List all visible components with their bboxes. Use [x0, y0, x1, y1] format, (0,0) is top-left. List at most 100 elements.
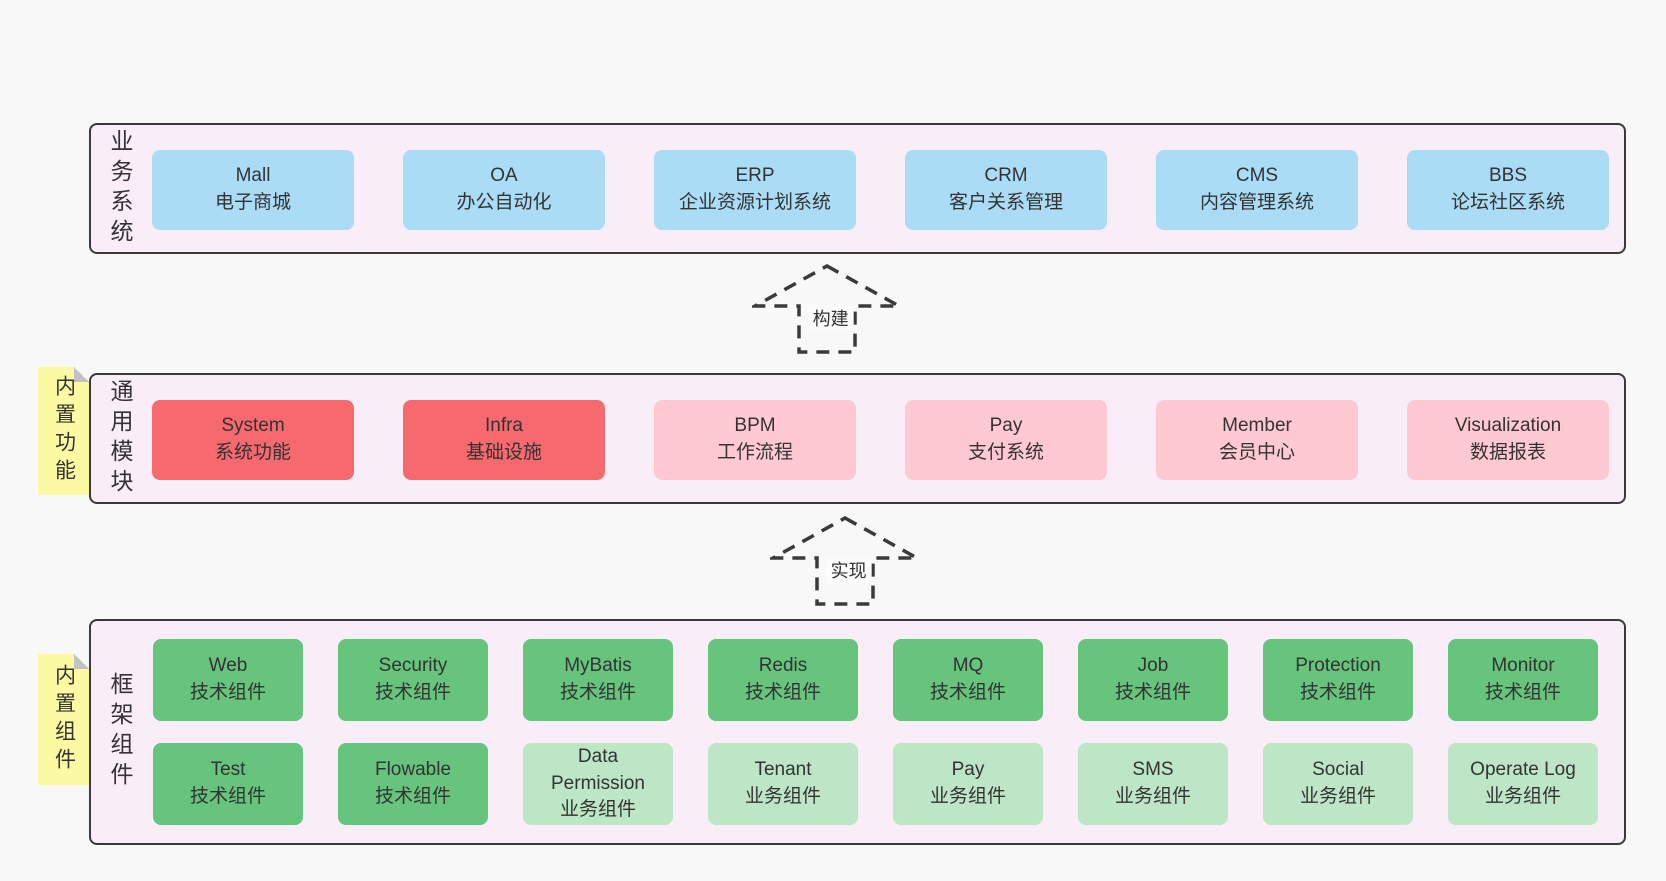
box-subtitle: 会员中心 [1218, 442, 1295, 463]
box-sms: SMS 业务组件 [1078, 743, 1228, 825]
panel-label-business-systems: 业务系统 [107, 128, 133, 249]
box-subtitle: 业务组件 [559, 799, 636, 821]
box-web: Web 技术组件 [153, 639, 303, 721]
panel-framework-components: 框架组件 Web 技术组件 Security 技术组件 MyBatis 技术组件… [89, 619, 1626, 845]
box-subtitle: 技术组件 [374, 682, 451, 703]
box-title: Flowable [374, 759, 452, 781]
box-subtitle: 技术组件 [559, 682, 636, 703]
box-pay: Pay 支付系统 [905, 400, 1107, 480]
box-visualization: Visualization 数据报表 [1407, 400, 1609, 480]
box-mall: Mall 电子商城 [152, 150, 354, 230]
box-social: Social 业务组件 [1263, 743, 1413, 825]
box-system: System 系统功能 [152, 400, 354, 480]
box-title: System [221, 415, 285, 437]
box-title: Visualization [1454, 415, 1562, 437]
box-subtitle: 内容管理系统 [1199, 192, 1314, 213]
arrow-build-up: 构建 [752, 263, 902, 355]
box-subtitle: 业务组件 [1484, 786, 1561, 807]
box-subtitle: 支付系统 [967, 442, 1044, 463]
box-subtitle: 技术组件 [374, 786, 451, 807]
box-protection: Protection 技术组件 [1263, 639, 1413, 721]
box-crm: CRM 客户关系管理 [905, 150, 1107, 230]
box-subtitle: 办公自动化 [456, 192, 552, 213]
box-mq: MQ 技术组件 [893, 639, 1043, 721]
box-member: Member 会员中心 [1156, 400, 1358, 480]
box-subtitle: 技术组件 [744, 682, 821, 703]
box-title: MyBatis [564, 655, 632, 677]
box-pay-biz: Pay 业务组件 [893, 743, 1043, 825]
box-title: Tenant [754, 759, 812, 781]
box-title: Mall [235, 165, 271, 187]
components-box-row-2: Test 技术组件 Flowable 技术组件 Data Permission … [153, 743, 1598, 825]
box-title: BPM [734, 415, 776, 437]
box-title: SMS [1132, 759, 1174, 781]
box-subtitle: 电子商城 [214, 192, 291, 213]
box-security: Security 技术组件 [338, 639, 488, 721]
arrow-build-label: 构建 [807, 305, 854, 331]
box-test: Test 技术组件 [153, 743, 303, 825]
box-subtitle: 技术组件 [1484, 682, 1561, 703]
box-subtitle: 技术组件 [189, 786, 266, 807]
box-subtitle: 技术组件 [1299, 682, 1376, 703]
dashed-up-arrow-icon [770, 515, 920, 606]
arrow-implement-label: 实现 [825, 557, 872, 583]
box-bbs: BBS 论坛社区系统 [1407, 150, 1609, 230]
box-title: Pay [951, 759, 985, 781]
panel-label-common-modules: 通用模块 [107, 378, 133, 499]
box-title: Monitor [1491, 655, 1555, 677]
box-erp: ERP 企业资源计划系统 [654, 150, 856, 230]
box-subtitle: 基础设施 [465, 442, 542, 463]
box-title: Member [1222, 415, 1292, 437]
box-title: CRM [984, 165, 1028, 187]
box-operate-log: Operate Log 业务组件 [1448, 743, 1598, 825]
box-subtitle: 技术组件 [1114, 682, 1191, 703]
sticky-note-built-in-functions: 内置功能 [38, 367, 89, 495]
panel-label-framework-components: 框架组件 [107, 672, 133, 792]
box-subtitle: 工作流程 [716, 442, 793, 463]
box-title: CMS [1235, 165, 1279, 187]
box-title: Operate Log [1470, 759, 1576, 781]
box-cms: CMS 内容管理系统 [1156, 150, 1358, 230]
box-oa: OA 办公自动化 [403, 150, 605, 230]
box-subtitle: 技术组件 [929, 682, 1006, 703]
box-tenant: Tenant 业务组件 [708, 743, 858, 825]
box-title: OA [490, 165, 518, 187]
box-title: Pay [989, 415, 1023, 437]
box-data-permission: Data Permission 业务组件 [523, 743, 673, 825]
box-title: Job [1137, 655, 1169, 677]
box-mybatis: MyBatis 技术组件 [523, 639, 673, 721]
box-title: Web [208, 655, 248, 677]
arrow-implement-up: 实现 [770, 515, 920, 607]
box-subtitle: 技术组件 [189, 682, 266, 703]
box-redis: Redis 技术组件 [708, 639, 858, 721]
box-title: Redis [758, 655, 808, 677]
box-title: Protection [1295, 655, 1381, 677]
panel-business-systems: 业务系统 Mall 电子商城 OA 办公自动化 ERP 企业资源计划系统 CRM… [89, 123, 1626, 254]
box-job: Job 技术组件 [1078, 639, 1228, 721]
business-box-row: Mall 电子商城 OA 办公自动化 ERP 企业资源计划系统 CRM 客户关系… [152, 150, 1609, 230]
box-subtitle: 业务组件 [744, 786, 821, 807]
box-infra: Infra 基础设施 [403, 400, 605, 480]
dashed-up-arrow-icon [752, 263, 902, 354]
box-bpm: BPM 工作流程 [654, 400, 856, 480]
box-flowable: Flowable 技术组件 [338, 743, 488, 825]
box-title: Social [1312, 759, 1364, 781]
sticky-note-built-in-components: 内置组件 [38, 654, 89, 785]
box-title: Security [378, 655, 448, 677]
box-subtitle: 业务组件 [1114, 786, 1191, 807]
box-title: ERP [735, 165, 775, 187]
box-title: BBS [1488, 165, 1528, 187]
box-title: Test [210, 759, 246, 781]
box-subtitle: 数据报表 [1469, 442, 1546, 463]
box-subtitle: 客户关系管理 [948, 192, 1063, 213]
box-title: MQ [952, 655, 984, 677]
components-box-row-1: Web 技术组件 Security 技术组件 MyBatis 技术组件 Redi… [153, 639, 1598, 721]
box-title: Data Permission [551, 745, 645, 794]
modules-box-row: System 系统功能 Infra 基础设施 BPM 工作流程 Pay 支付系统… [152, 400, 1609, 480]
box-subtitle: 业务组件 [1299, 786, 1376, 807]
box-subtitle: 系统功能 [214, 442, 291, 463]
box-subtitle: 企业资源计划系统 [678, 192, 831, 213]
box-monitor: Monitor 技术组件 [1448, 639, 1598, 721]
panel-common-modules: 通用模块 System 系统功能 Infra 基础设施 BPM 工作流程 Pay… [89, 373, 1626, 504]
